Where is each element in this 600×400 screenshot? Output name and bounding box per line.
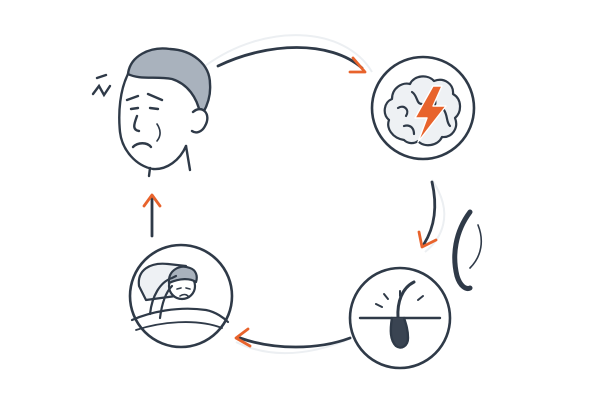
person-in-bed-icon <box>130 262 230 331</box>
arrow-follicle-to-bed <box>234 327 352 349</box>
arrow-person-to-brain <box>216 46 367 74</box>
stressed-person-node <box>91 47 212 178</box>
lightning-bolt-icon <box>414 85 447 143</box>
falling-hair-strand-icon <box>452 209 483 291</box>
background-ring <box>204 34 446 355</box>
stress-lines-icon <box>91 73 112 98</box>
lying-in-bed-node <box>128 243 234 349</box>
worried-face-icon <box>118 47 212 178</box>
hair-follicle-icon <box>358 280 442 349</box>
arrow-brain-to-follicle <box>417 180 438 249</box>
hair-follicle-node <box>348 209 483 370</box>
arrow-bed-to-person <box>142 193 162 238</box>
brain-stress-node <box>370 55 476 161</box>
